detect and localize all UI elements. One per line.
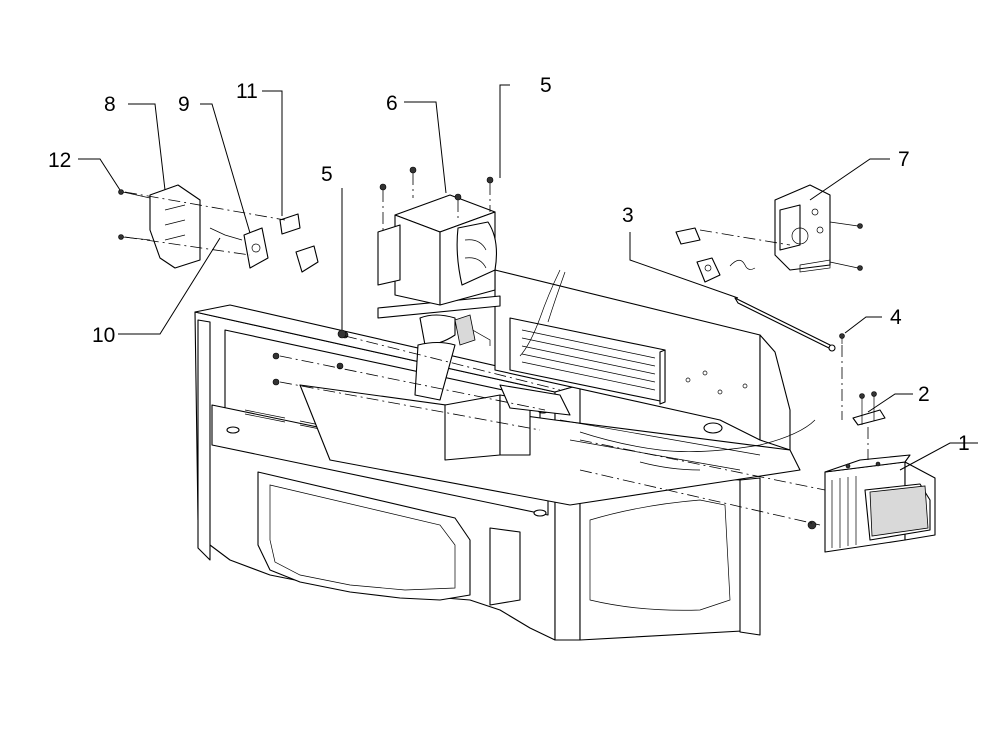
screw-part-4 xyxy=(839,333,845,344)
callout-4: 4 xyxy=(890,306,902,329)
callout-2: 2 xyxy=(918,383,930,406)
screws-part-5 xyxy=(337,166,494,339)
transformer-part-6 xyxy=(377,194,501,401)
oven-cavity-frame xyxy=(194,304,761,641)
switch-part-11 xyxy=(279,213,301,235)
callout-12: 12 xyxy=(48,149,71,172)
callout-5-left: 5 xyxy=(321,163,333,186)
magnetron-part-1 xyxy=(807,454,936,553)
callout-10: 10 xyxy=(92,324,115,347)
callout-1: 1 xyxy=(958,432,970,455)
bracket-part-2 xyxy=(852,391,886,426)
right-latch-part-7 xyxy=(675,184,863,283)
latch-frame-part-8 xyxy=(149,184,201,269)
callout-5-top: 5 xyxy=(540,74,552,97)
callout-6: 6 xyxy=(386,92,398,115)
latch-hook-part-9 xyxy=(243,227,269,269)
callout-7: 7 xyxy=(898,148,910,171)
assembly-lines xyxy=(124,173,869,526)
back-panel xyxy=(299,269,816,506)
callout-9: 9 xyxy=(178,93,190,116)
spring-part-10 xyxy=(209,227,243,241)
callout-3: 3 xyxy=(622,204,634,227)
leader-lines xyxy=(78,84,978,471)
rod-part-3 xyxy=(734,297,836,352)
callout-11: 11 xyxy=(236,80,258,103)
left-latch-assembly xyxy=(118,184,319,273)
callout-8: 8 xyxy=(104,93,116,116)
callout-numbers: 1 2 3 4 5 5 6 7 8 9 10 11 12 xyxy=(48,74,970,455)
